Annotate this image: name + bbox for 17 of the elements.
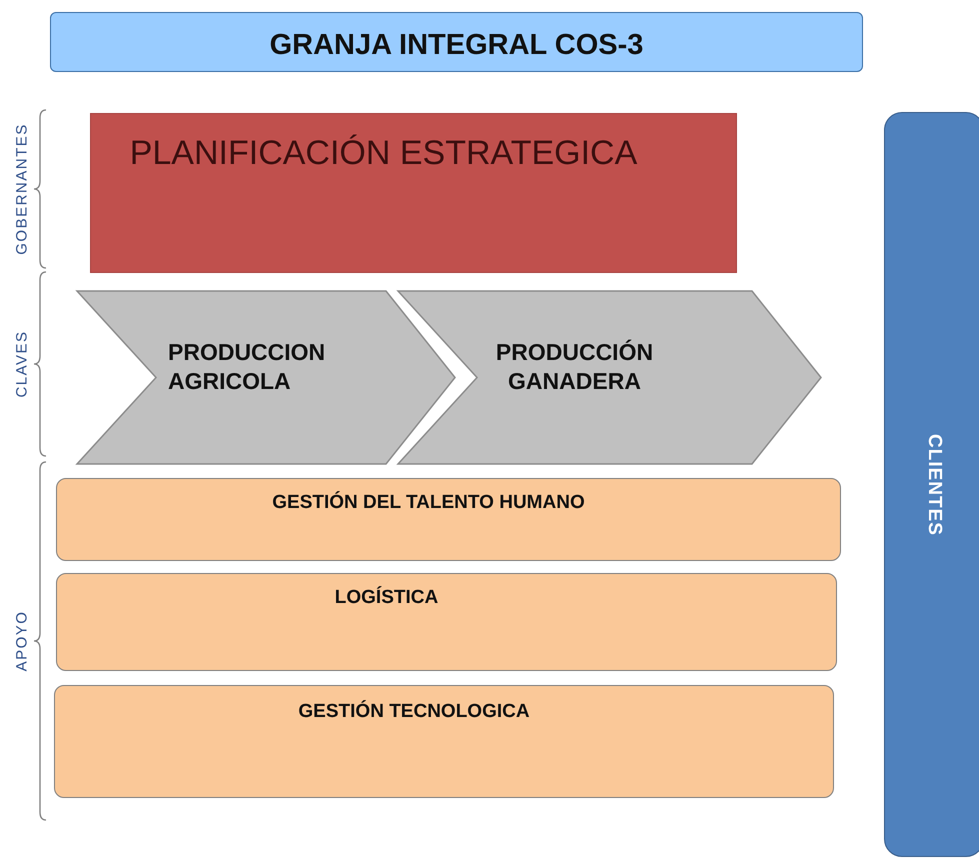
section-label: GOBERNANTES bbox=[14, 123, 30, 255]
node-label: GRANJA INTEGRAL COS-3 bbox=[268, 28, 644, 63]
section-label: APOYO bbox=[14, 610, 30, 672]
process-box bbox=[56, 573, 837, 671]
section-label: CLAVES bbox=[14, 330, 30, 398]
side-panel bbox=[884, 112, 979, 857]
node-label: GESTIÓN DEL TALENTO HUMANO bbox=[271, 491, 586, 515]
node-label: PRODUCCIÓN GANADERA bbox=[494, 338, 654, 396]
title-banner bbox=[50, 12, 863, 72]
process-box bbox=[90, 113, 737, 273]
node-label: PRODUCCION AGRICOLA bbox=[168, 338, 326, 396]
node-label: CLIENTES bbox=[922, 434, 946, 536]
node-label: PLANIFICACIÓN ESTRATEGICA bbox=[128, 133, 638, 174]
node-label: GESTIÓN TECNOLOGICA bbox=[297, 700, 531, 724]
process-box bbox=[54, 685, 834, 798]
process-box bbox=[56, 478, 841, 561]
node-label: LOGÍSTICA bbox=[334, 586, 440, 610]
